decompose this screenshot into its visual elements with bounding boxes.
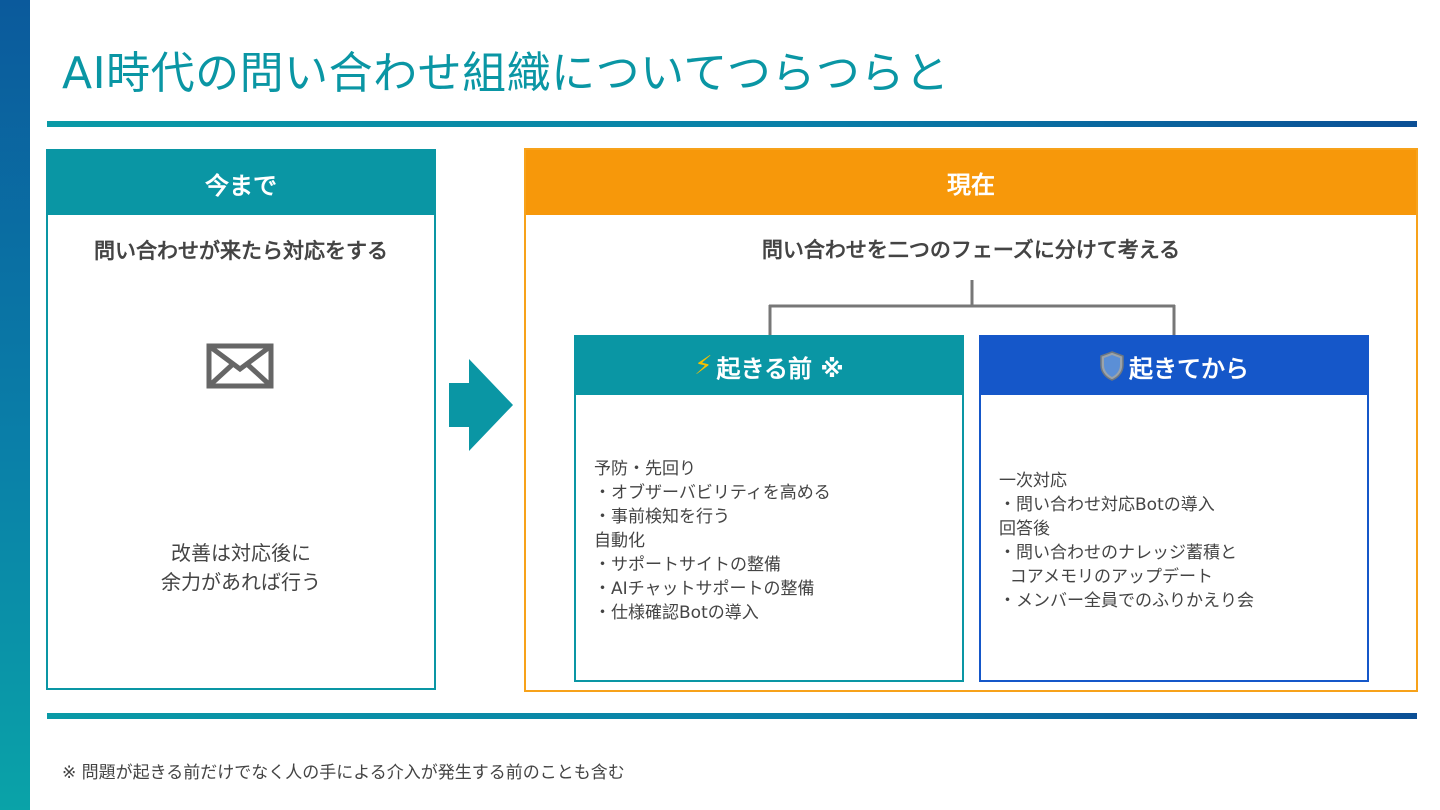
list-item: ・メンバー全員でのふりかえり会	[999, 591, 1254, 611]
note-line: 余力があれば行う	[161, 570, 321, 594]
phase-after-title: 起きてから	[1129, 354, 1249, 383]
phase-before-incident: ⚡ 起きる前 ※ 予防・先回り ・オブザーバビリティを高める ・事前検知を行う …	[574, 335, 964, 682]
list-item: ・事前検知を行う	[594, 507, 730, 527]
phase-after-body: 一次対応 ・問い合わせ対応Botの導入 回答後 ・問い合わせのナレッジ蓄積と コ…	[999, 469, 1254, 613]
tree-connector	[768, 280, 1176, 336]
list-item: 回答後	[999, 519, 1050, 539]
panel-current-header: 現在	[526, 150, 1416, 215]
list-item: コアメモリのアップデート	[999, 567, 1213, 587]
list-item: 一次対応	[999, 471, 1067, 491]
page-title: AI時代の問い合わせ組織についてつらつらと	[62, 48, 950, 99]
panel-before-now: 今まで 問い合わせが来たら対応をする 改善は対応後に 余力があれば行う	[46, 149, 436, 690]
side-accent-bar	[0, 0, 30, 810]
shield-icon	[1100, 351, 1124, 381]
envelope-icon	[206, 343, 274, 389]
list-item: ・問い合わせ対応Botの導入	[999, 495, 1215, 515]
footnote: ※ 問題が起きる前だけでなく人の手による介入が発生する前のことも含む	[62, 763, 625, 783]
phase-after-header: 起きてから	[981, 337, 1367, 395]
footer-divider	[47, 713, 1417, 719]
panel-current-lead: 問い合わせを二つのフェーズに分けて考える	[761, 238, 1181, 262]
panel-current: 現在 問い合わせを二つのフェーズに分けて考える ⚡ 起きる前 ※ 予防・先回り …	[524, 148, 1418, 692]
list-item: 自動化	[594, 531, 645, 551]
lightning-icon: ⚡	[694, 351, 713, 381]
phase-before-title: 起きる前 ※	[716, 354, 844, 383]
list-item: 予防・先回り	[594, 459, 696, 479]
list-item: ・オブザーバビリティを高める	[594, 483, 831, 503]
arrow-right-icon	[449, 359, 513, 451]
list-item: ・仕様確認Botの導入	[594, 603, 759, 623]
title-divider	[47, 121, 1417, 127]
phase-after-incident: 起きてから 一次対応 ・問い合わせ対応Botの導入 回答後 ・問い合わせのナレッ…	[979, 335, 1369, 682]
phase-before-header: ⚡ 起きる前 ※	[576, 337, 962, 395]
list-item: ・サポートサイトの整備	[594, 555, 781, 575]
note-line: 改善は対応後に	[171, 541, 311, 565]
list-item: ・AIチャットサポートの整備	[594, 579, 815, 599]
panel-before-now-note: 改善は対応後に 余力があれば行う	[48, 539, 434, 597]
panel-before-now-lead: 問い合わせが来たら対応をする	[94, 239, 388, 263]
panel-before-now-header: 今まで	[48, 151, 434, 215]
phase-before-body: 予防・先回り ・オブザーバビリティを高める ・事前検知を行う 自動化 ・サポート…	[594, 457, 831, 625]
list-item: ・問い合わせのナレッジ蓄積と	[999, 543, 1237, 563]
